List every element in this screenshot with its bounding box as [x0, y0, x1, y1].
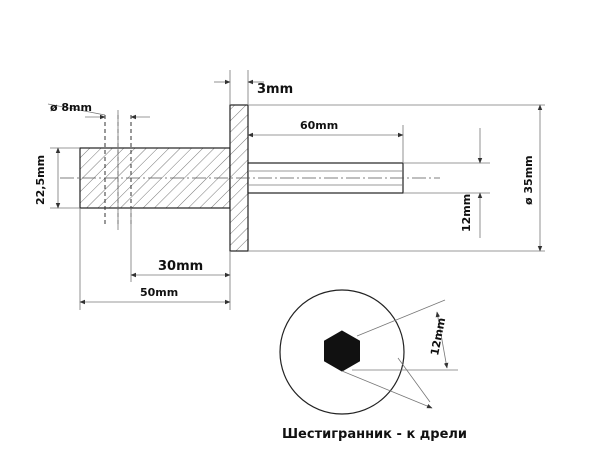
side-view: [60, 104, 440, 252]
hex-size-label: 12mm: [428, 317, 448, 357]
end-view: [279, 289, 458, 415]
flange-thickness-label: 3mm: [257, 82, 293, 97]
left-diameter-label: 22,5mm: [34, 155, 47, 205]
flange-diameter-label: ø 35mm: [522, 155, 535, 205]
left-length-label: 50mm: [140, 286, 178, 299]
right-shaft-diameter-label: 12mm: [460, 194, 473, 232]
pin-diameter-label: ø 8mm: [50, 101, 92, 114]
right-shaft-length-label: 60mm: [300, 119, 338, 132]
dimension-lines: [47, 70, 545, 310]
hex-caption: Шестигранник - к дрели: [282, 427, 467, 442]
pin-offset-label: 30mm: [158, 259, 203, 274]
